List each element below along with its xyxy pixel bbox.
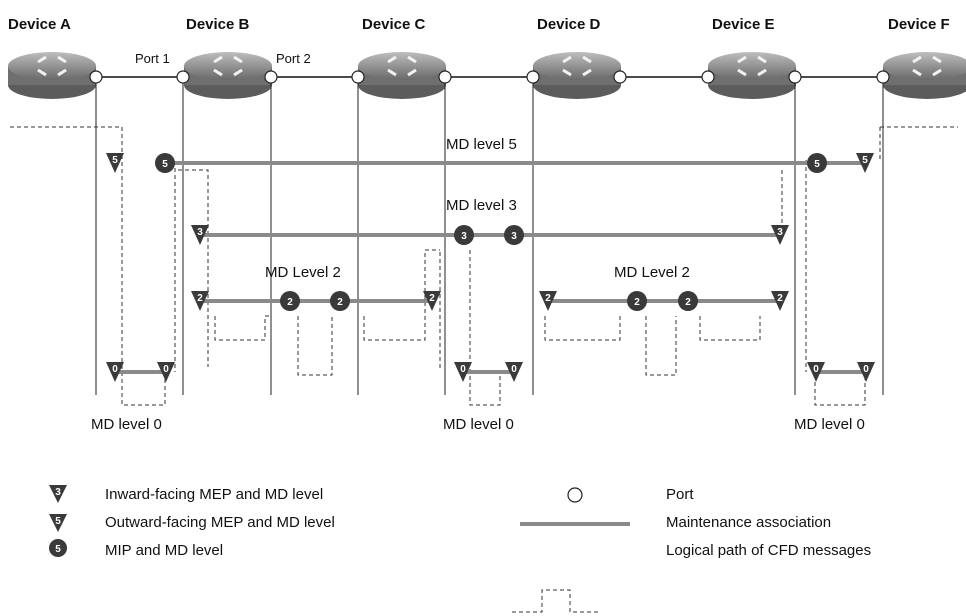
legend-inward-label: Inward-facing MEP and MD level — [105, 486, 323, 503]
svg-text:0: 0 — [163, 364, 169, 375]
legend-path-label: Logical path of CFD messages — [666, 542, 871, 559]
inward-mep-md2-device-e: 2 — [771, 291, 789, 311]
mip-md2-right-1: 2 — [627, 291, 647, 311]
mip-md3-device-d: 3 — [504, 225, 524, 245]
device-a-title: Device A — [8, 16, 71, 33]
svg-text:0: 0 — [112, 364, 118, 375]
mip-md5-device-e: 5 — [807, 153, 827, 173]
port-1 — [89, 70, 103, 84]
mep-md0-device-b: 0 — [157, 362, 175, 382]
port-5 — [438, 70, 452, 84]
legend-mip-label: MIP and MD level — [105, 542, 223, 559]
router-device-d — [533, 52, 621, 99]
mip-md2-left-1: 2 — [280, 291, 300, 311]
svg-text:0: 0 — [863, 364, 869, 375]
svg-text:5: 5 — [55, 516, 61, 527]
port-9 — [788, 70, 802, 84]
device-c-title: Device C — [362, 16, 426, 33]
outward-mep-md2-device-d: 2 — [539, 291, 557, 311]
mep-md0-device-f: 0 — [857, 362, 875, 382]
md-level-2-right-label: MD Level 2 — [614, 264, 690, 281]
md-level-0-mid-label: MD level 0 — [443, 416, 514, 433]
svg-text:2: 2 — [545, 293, 551, 304]
inward-mep-md3-device-e: 3 — [771, 225, 789, 245]
svg-text:0: 0 — [813, 364, 819, 375]
device-f-title: Device F — [888, 16, 950, 33]
port-1-label: Port 1 — [135, 51, 170, 66]
mip-md2-left-2: 2 — [330, 291, 350, 311]
router-device-c — [358, 52, 446, 99]
svg-text:2: 2 — [197, 293, 203, 304]
router-device-e — [708, 52, 796, 99]
svg-text:5: 5 — [814, 159, 820, 170]
port-2 — [176, 70, 190, 84]
legend-outward-label: Outward-facing MEP and MD level — [105, 514, 335, 531]
outward-mep-md5-device-f: 5 — [856, 153, 874, 173]
device-group — [8, 52, 966, 99]
svg-text:3: 3 — [55, 487, 61, 498]
md-level-2-left-label: MD Level 2 — [265, 264, 341, 281]
mip-md3-device-c: 3 — [454, 225, 474, 245]
svg-text:5: 5 — [112, 155, 118, 166]
router-device-b — [184, 52, 272, 99]
svg-text:2: 2 — [634, 297, 640, 308]
device-d-title: Device D — [537, 16, 601, 33]
port-markers — [89, 70, 890, 84]
inward-mep-md2-device-b: 2 — [191, 291, 209, 311]
device-b-title: Device B — [186, 16, 250, 33]
svg-text:2: 2 — [337, 297, 343, 308]
legend-port-icon — [567, 487, 583, 503]
svg-text:2: 2 — [685, 297, 691, 308]
maintenance-association-lines — [115, 161, 866, 374]
svg-text:3: 3 — [777, 227, 783, 238]
router-device-f — [883, 52, 966, 99]
legend-inward-mep-icon: 3 — [49, 485, 67, 503]
port-6 — [526, 70, 540, 84]
md-level-5-label: MD level 5 — [446, 136, 517, 153]
mip-md2-right-2: 2 — [678, 291, 698, 311]
legend-mip-icon: 5 — [49, 539, 67, 557]
svg-text:5: 5 — [162, 159, 168, 170]
router-device-a — [8, 52, 96, 99]
md-level-0-left-label: MD level 0 — [91, 416, 162, 433]
port-8 — [701, 70, 715, 84]
legend-port-label: Port — [666, 486, 694, 503]
port-4 — [351, 70, 365, 84]
mip-md5-device-b: 5 — [155, 153, 175, 173]
svg-text:0: 0 — [511, 364, 517, 375]
mep-md0-device-a: 0 — [106, 362, 124, 382]
port-10 — [876, 70, 890, 84]
md-level-3-label: MD level 3 — [446, 197, 517, 214]
mep-md0-device-e: 0 — [807, 362, 825, 382]
port-7 — [613, 70, 627, 84]
svg-text:3: 3 — [461, 231, 467, 242]
svg-text:5: 5 — [55, 544, 61, 555]
mep-md0-device-d: 0 — [505, 362, 523, 382]
svg-text:5: 5 — [862, 155, 868, 166]
svg-text:2: 2 — [429, 293, 435, 304]
inward-mep-md2-device-c: 2 — [423, 291, 441, 311]
svg-text:2: 2 — [777, 293, 783, 304]
svg-text:0: 0 — [460, 364, 466, 375]
legend-path-icon — [512, 589, 600, 613]
md-level-0-right-label: MD level 0 — [794, 416, 865, 433]
outward-mep-md5-device-a: 5 — [106, 153, 124, 173]
svg-text:3: 3 — [511, 231, 517, 242]
device-e-title: Device E — [712, 16, 775, 33]
inward-mep-md3-device-b: 3 — [191, 225, 209, 245]
legend-ma-label: Maintenance association — [666, 514, 831, 531]
legend: 3 Inward-facing MEP and MD level 5 Outwa… — [49, 485, 871, 613]
mep-md0-device-c: 0 — [454, 362, 472, 382]
mep-mip-markers: 5 5 5 5 3 3 3 3 2 2 2 2 2 2 2 2 0 0 0 0 0 0 — [106, 153, 875, 382]
svg-text:2: 2 — [287, 297, 293, 308]
legend-outward-mep-icon: 5 — [49, 514, 67, 532]
port-3 — [264, 70, 278, 84]
svg-text:3: 3 — [197, 227, 203, 238]
port-2-label: Port 2 — [276, 51, 311, 66]
